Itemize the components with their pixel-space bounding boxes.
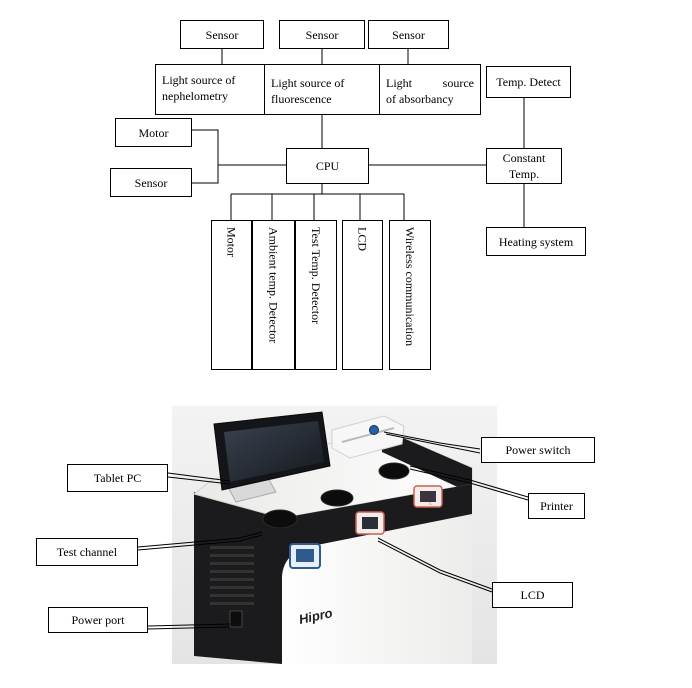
callout-power-switch-label: Power switch	[505, 443, 571, 457]
callout-tablet-pc: Tablet PC	[67, 464, 168, 492]
light-absorbancy-word2: source	[442, 76, 474, 90]
motor-box-left: Motor	[115, 118, 192, 147]
callout-printer: Printer	[528, 493, 585, 519]
wireless-label: Wireless communication	[403, 227, 417, 347]
sensor-box-left: Sensor	[110, 168, 192, 197]
leader-lcd	[377, 537, 493, 590]
sensor-label: Sensor	[205, 27, 239, 42]
heating-system-label: Heating system	[498, 234, 574, 249]
printer-slot	[341, 427, 395, 443]
callout-power-port-label: Power port	[71, 613, 125, 627]
leader-printer	[409, 465, 529, 498]
device-illustration: Hipro A C	[172, 406, 497, 664]
diagram-connectors	[191, 48, 525, 227]
constant-temp-box: Constant Temp.	[486, 148, 562, 184]
leader-tablet-pc-2	[167, 472, 231, 482]
device-top-black-edge	[380, 428, 472, 526]
test-channel-hole-c	[378, 462, 410, 480]
callout-lcd: LCD	[492, 582, 573, 608]
wireless-box: Wireless communication	[389, 220, 431, 370]
lcd-vertical-label: LCD	[355, 227, 370, 251]
leader-printer-2	[409, 468, 529, 501]
brand-logo: Hipro	[298, 605, 334, 627]
test-channel-hole-b	[320, 489, 354, 507]
connector-motor-sensor-bracket	[191, 129, 219, 184]
sensor-box-1: Sensor	[180, 20, 264, 49]
power-port-icon	[229, 610, 243, 628]
device-photo: Hipro A C	[172, 406, 497, 664]
motor-box-vertical: Motor	[211, 220, 252, 370]
callout-printer-label: Printer	[540, 499, 573, 513]
leader-test-channel-2	[137, 534, 263, 551]
light-fluorescence-line2: fluorescence	[271, 92, 332, 106]
callout-test-channel-label: Test channel	[56, 545, 118, 559]
lcd-box-vertical: LCD	[342, 220, 383, 370]
lcd-screen-b	[362, 517, 378, 529]
temp-detect-label: Temp. Detect	[496, 75, 561, 89]
light-absorbancy-word1: Light	[386, 76, 412, 90]
light-nephelometry-line2: nephelometry	[162, 89, 228, 103]
printer-icon	[331, 415, 405, 459]
motor-vertical-label: Motor	[224, 227, 239, 257]
callout-test-channel: Test channel	[36, 538, 138, 566]
tablet-pc-screen[interactable]	[224, 421, 324, 482]
callout-tablet-pc-label: Tablet PC	[93, 471, 142, 485]
light-nephelometry-line1: Light source of	[162, 73, 236, 87]
panel-letter-c: C	[429, 501, 432, 506]
light-absorbancy-line1: Light source	[386, 75, 474, 91]
lcd-screen-a	[296, 549, 314, 562]
callout-power-port: Power port	[48, 607, 148, 633]
leader-power-switch	[383, 431, 481, 450]
cpu-box: CPU	[286, 148, 369, 184]
test-temp-detector-box: Test Temp. Detector	[295, 220, 337, 370]
temp-detect-box: Temp. Detect	[486, 66, 571, 98]
leader-power-port-2	[147, 626, 231, 630]
panel-letter-a: A	[302, 558, 306, 564]
light-absorbancy-line2: of absorbancy	[386, 92, 454, 106]
side-vent-icon	[210, 546, 254, 605]
leader-power-switch-2	[385, 433, 481, 454]
power-switch-icon[interactable]	[369, 425, 379, 435]
test-channel-hole-a	[262, 509, 298, 529]
leader-test-channel	[137, 531, 263, 548]
callout-power-switch: Power switch	[481, 437, 595, 463]
leader-power-port	[147, 623, 231, 627]
ambient-detector-box: Ambient temp. Detector	[252, 220, 295, 370]
light-source-nephelometry: Light source of nephelometry	[155, 64, 265, 115]
leader-lcd-2	[377, 540, 493, 593]
light-fluorescence-line1: Light source of	[271, 76, 345, 90]
sensor-label: Sensor	[392, 27, 425, 42]
ambient-detector-label: Ambient temp. Detector	[266, 227, 281, 344]
lcd-screen-c	[420, 491, 436, 502]
light-source-absorbancy: Light source of absorbancy	[379, 64, 481, 115]
sensor-label: Sensor	[305, 27, 339, 42]
leader-tablet-pc	[167, 476, 231, 485]
heating-system-box: Heating system	[486, 227, 586, 256]
sensor-box-2: Sensor	[279, 20, 365, 49]
test-temp-detector-label: Test Temp. Detector	[309, 227, 323, 325]
light-source-fluorescence: Light source of fluorescence	[264, 64, 380, 115]
constant-temp-label: Constant Temp.	[502, 151, 546, 181]
motor-left-label: Motor	[138, 125, 169, 140]
sensor-box-3: Sensor	[368, 20, 449, 49]
callout-lcd-label: LCD	[520, 588, 545, 602]
sensor-left-label: Sensor	[134, 175, 168, 190]
cpu-label: CPU	[315, 159, 340, 173]
